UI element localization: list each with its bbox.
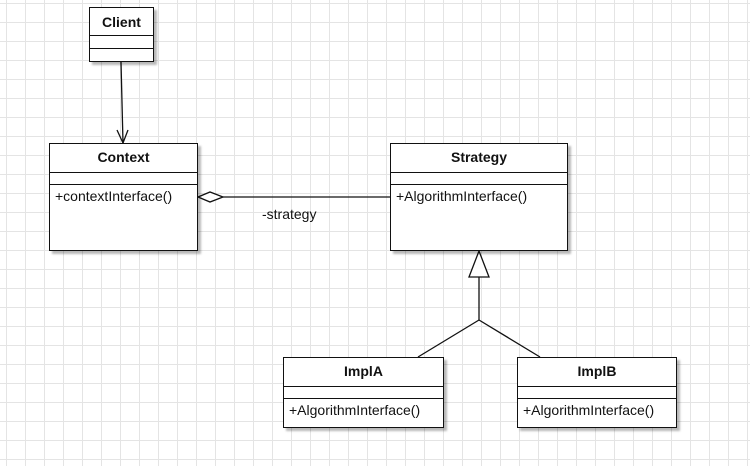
- strategy-attributes-compartment: [391, 173, 567, 185]
- client-operations-compartment: [90, 49, 153, 61]
- impl-b-class-box[interactable]: ImplB +AlgorithmInterface(): [517, 357, 677, 428]
- context-class-box[interactable]: Context +contextInterface(): [49, 143, 198, 251]
- impl-a-class-box[interactable]: ImplA +AlgorithmInterface(): [283, 357, 444, 428]
- impl-b-class-name: ImplB: [518, 358, 676, 387]
- client-attributes-compartment: [90, 36, 153, 49]
- context-class-name: Context: [50, 144, 197, 173]
- impl-a-attributes-compartment: [284, 387, 443, 399]
- impl-a-class-name: ImplA: [284, 358, 443, 387]
- impl-b-attributes-compartment: [518, 387, 676, 399]
- context-attributes-compartment: [50, 173, 197, 185]
- generalization-triangle-icon: [468, 249, 490, 278]
- aggregation-diamond-icon: [196, 191, 225, 203]
- impl-a-operation: +AlgorithmInterface(): [289, 402, 421, 418]
- impl-b-operation: +AlgorithmInterface(): [523, 402, 655, 418]
- strategy-class-name: Strategy: [391, 144, 567, 173]
- context-strategy-aggregation[interactable]: [196, 191, 390, 203]
- context-operation: +contextInterface(): [55, 188, 173, 204]
- generalization-connector[interactable]: [417, 249, 541, 358]
- client-class-name: Client: [90, 8, 153, 36]
- strategy-role-label: -strategy: [262, 206, 317, 222]
- strategy-class-box[interactable]: Strategy +AlgorithmInterface(): [390, 143, 568, 251]
- client-class-box[interactable]: Client: [89, 7, 154, 62]
- client-context-association[interactable]: [116, 61, 129, 145]
- strategy-operation: +AlgorithmInterface(): [396, 188, 528, 204]
